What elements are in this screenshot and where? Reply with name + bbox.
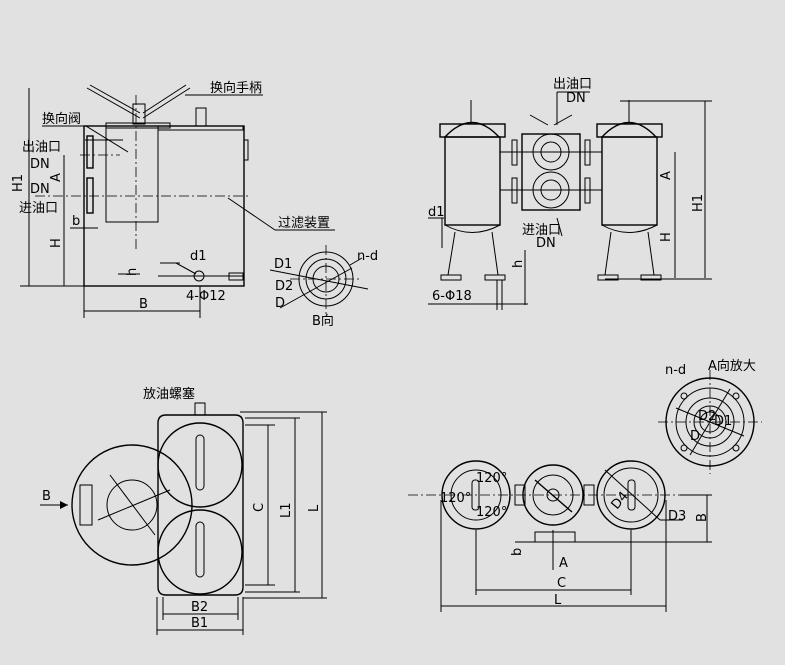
angle-1: 120° [476, 471, 507, 486]
top-dim-l1: L1 [279, 502, 294, 518]
flange-caption: B向 [312, 313, 334, 329]
plan-filter-right [596, 460, 666, 530]
vent-stub [195, 107, 207, 127]
plan-filter-left [441, 460, 511, 530]
arrow-b: B [42, 489, 51, 504]
inlet-dn: DN [30, 182, 50, 197]
flange-d2: D2 [275, 279, 293, 294]
filter-label: 过滤装置 [278, 216, 330, 231]
plan-base [534, 531, 576, 543]
plan-dim-b-small: b [510, 548, 525, 556]
filter-top-2 [157, 509, 243, 595]
dim-b-small: b [72, 214, 80, 229]
dim-h-small: h [125, 268, 140, 276]
foot-pad [228, 272, 244, 281]
dim-d1: d1 [190, 249, 207, 264]
plan-view: A向放大 n-d D D2 D1 120° 120° 120° D4 D3 B … [408, 358, 762, 612]
front-dim-a: A [659, 171, 674, 180]
enlarge-caption: A向放大 [708, 358, 756, 374]
enlarged-flange-view [658, 370, 762, 474]
top-dim-l: L [307, 504, 322, 512]
left-filter [439, 100, 506, 281]
top-dim-b1: B1 [191, 616, 208, 631]
side-view: 换向手柄 换向阀 出油口 DN DN 进油口 A H1 H b h d1 4-Φ… [11, 80, 335, 318]
plan-dim-l: L [554, 593, 562, 608]
top-view: 放油螺塞 B C L1 L B2 B1 [40, 386, 327, 635]
front-outlet-dn: DN [566, 91, 586, 106]
front-dim-h: H [659, 232, 674, 242]
top-dim-c: C [252, 503, 267, 512]
angle-3: 120° [476, 505, 507, 520]
reversing-valve-body [105, 127, 159, 223]
side-plug [243, 139, 249, 161]
drain-plug [194, 402, 206, 416]
flange-d: D [275, 296, 285, 311]
front-inlet-dn: DN [536, 236, 556, 251]
enlarge-nd: n-d [665, 363, 686, 378]
front-inlet-label: 进油口 [522, 223, 561, 238]
enlarge-d: D [690, 429, 700, 444]
holes: 4-Φ12 [186, 289, 226, 304]
top-dim-b2: B2 [191, 600, 208, 615]
front-dim-h-small: h [511, 260, 526, 268]
outlet-dn: DN [30, 157, 50, 172]
dim-b: B [139, 297, 148, 312]
handle-label: 换向手柄 [210, 80, 262, 96]
arrow-a: A [559, 556, 568, 571]
center-valve [500, 114, 602, 211]
plan-dim-b: B [695, 513, 710, 522]
plan-d3: D3 [668, 509, 686, 524]
reversing-handle [86, 84, 191, 125]
inlet-label: 进油口 [19, 201, 58, 216]
valve-handwheel [71, 444, 193, 566]
dim-h1: H1 [11, 174, 26, 192]
front-view: 出油口 DN 进油口 DN A H1 H d1 h 6-Φ18 [428, 77, 712, 310]
front-holes: 6-Φ18 [432, 289, 472, 304]
flange-b-view: D1 D2 D n-d B向 [269, 245, 378, 329]
front-outlet-label: 出油口 [553, 77, 592, 92]
front-dim-d1: d1 [428, 205, 445, 220]
dim-a: A [49, 173, 64, 182]
drain-plug-label: 放油螺塞 [143, 386, 195, 402]
front-dim-h1: H1 [691, 194, 706, 212]
flange-d1: D1 [274, 257, 292, 272]
valve-label: 换向阀 [42, 111, 81, 127]
flange-nd: n-d [357, 249, 378, 264]
right-filter [596, 100, 663, 281]
inlet-flange [86, 177, 94, 214]
filter-top-1 [157, 422, 243, 508]
enlarge-d1: D1 [714, 414, 732, 429]
filter-body [83, 125, 245, 287]
mounting-hole [193, 270, 205, 282]
dim-h: H [49, 238, 64, 248]
base-plate [157, 414, 244, 596]
enlarge-d2: D2 [698, 409, 716, 424]
outlet-flange [86, 135, 94, 169]
plan-valve [522, 464, 584, 526]
outlet-label: 出油口 [22, 140, 61, 155]
plan-dim-c: C [557, 576, 566, 591]
angle-2: 120° [440, 491, 471, 506]
